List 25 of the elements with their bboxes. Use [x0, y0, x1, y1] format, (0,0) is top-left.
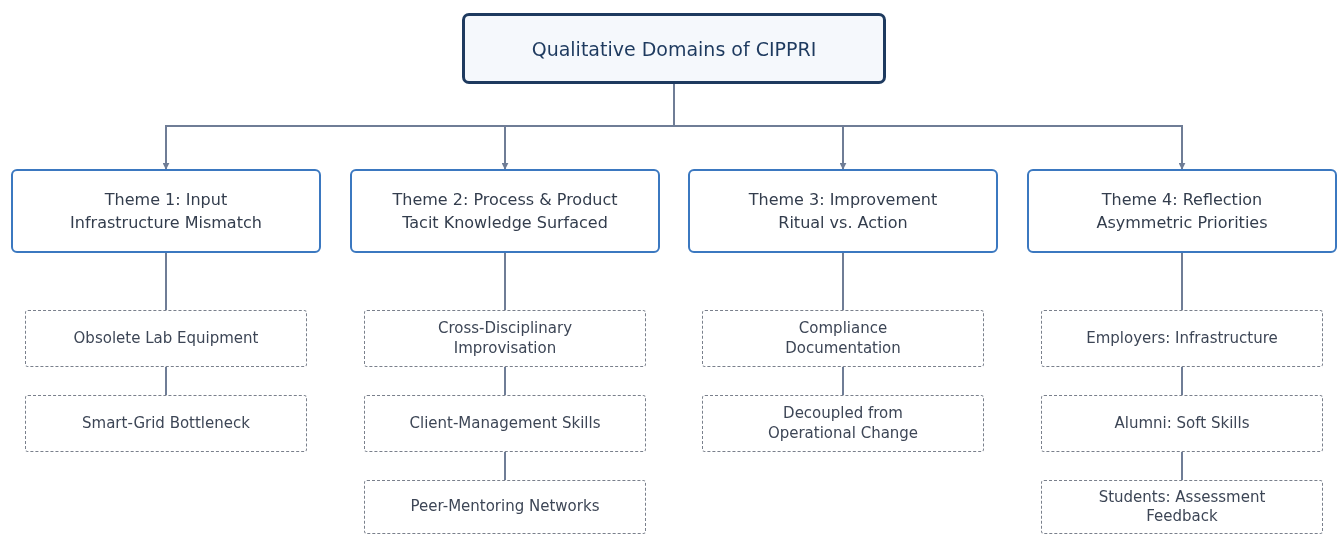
subtheme-box: Decoupled from Operational Change: [702, 395, 984, 452]
subtheme-box: Smart-Grid Bottleneck: [25, 395, 307, 452]
subtheme-box: Client-Management Skills: [364, 395, 646, 452]
subtheme-box: Peer-Mentoring Networks: [364, 480, 646, 534]
subtheme-box: Compliance Documentation: [702, 310, 984, 367]
theme-box: Theme 4: Reflection Asymmetric Priorities: [1027, 169, 1337, 253]
connector: [165, 252, 167, 311]
connector: [504, 451, 506, 481]
connector: [504, 366, 506, 396]
connector: [1181, 252, 1183, 311]
connector: [165, 366, 167, 396]
subtheme-box: Cross-Disciplinary Improvisation: [364, 310, 646, 367]
theme-box: Theme 2: Process & Product Tacit Knowledge Surfaced: [350, 169, 660, 253]
subtheme-box: Obsolete Lab Equipment: [25, 310, 307, 367]
connector: [842, 366, 844, 396]
connector: [842, 252, 844, 311]
theme-box: Theme 1: Input Infrastructure Mismatch: [11, 169, 321, 253]
connector: [1181, 366, 1183, 396]
title-box: Qualitative Domains of CIPPRI: [462, 13, 886, 84]
connector: [504, 252, 506, 311]
subtheme-box: Employers: Infrastructure: [1041, 310, 1323, 367]
subtheme-box: Students: Assessment Feedback: [1041, 480, 1323, 534]
connector: [1181, 451, 1183, 481]
subtheme-box: Alumni: Soft Skills: [1041, 395, 1323, 452]
theme-box: Theme 3: Improvement Ritual vs. Action: [688, 169, 998, 253]
